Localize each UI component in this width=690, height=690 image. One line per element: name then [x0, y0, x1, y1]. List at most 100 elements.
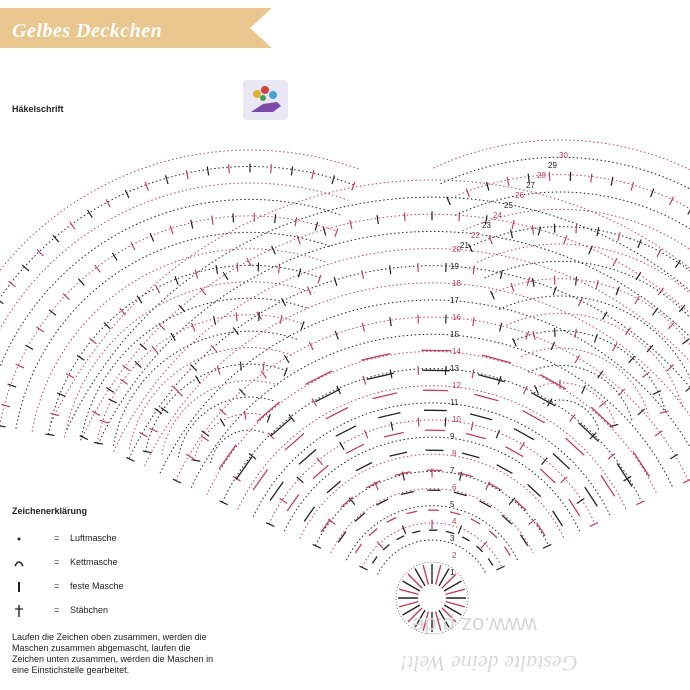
center-stitch — [414, 568, 426, 587]
round-number: 9 — [450, 432, 455, 441]
right-fan-stitch — [593, 333, 598, 343]
legend-title: Zeichenerklärung — [12, 506, 88, 516]
left-fan-row — [129, 347, 293, 449]
left-fan-stitch — [36, 326, 45, 333]
left-fan-stitch — [270, 164, 272, 174]
left-fan-stitch — [236, 262, 239, 272]
left-fan-stitch — [262, 361, 265, 372]
fan-bar — [590, 406, 614, 429]
main-fan-stitch — [560, 476, 568, 484]
right-fan-stitch — [659, 410, 669, 414]
main-fan-stitch — [201, 430, 210, 437]
round-number: 5 — [450, 500, 455, 509]
left-fan-stitch — [62, 293, 70, 301]
fan-bar — [421, 349, 452, 352]
center-stitch — [398, 600, 419, 608]
main-fan-stitch — [339, 441, 345, 451]
fan-bar — [269, 481, 284, 501]
left-fan-stitch — [69, 221, 76, 230]
left-fan-stitch — [191, 459, 201, 462]
fan-bar — [354, 543, 363, 554]
fan-bar — [539, 373, 567, 390]
main-fan-stitch — [267, 432, 275, 440]
legend-row-luftmasche: = Luftmasche — [12, 530, 212, 554]
main-fan-stitch — [576, 498, 585, 505]
main-fan-row — [128, 265, 690, 459]
fan-bar — [476, 545, 484, 553]
left-fan-stitch — [50, 412, 60, 417]
round-number: 27 — [526, 181, 535, 190]
center-stitch — [441, 573, 457, 589]
left-fan-stitch — [111, 252, 118, 261]
left-fan-stitch — [334, 228, 339, 238]
main-fan-stitch — [444, 417, 447, 427]
right-fan-stitch — [687, 209, 690, 215]
fan-bar — [552, 510, 564, 527]
main-fan-stitch — [657, 287, 665, 296]
fan-bar — [527, 483, 542, 498]
main-fan-stitch — [550, 341, 556, 351]
main-fan-stitch — [511, 219, 515, 229]
main-fan-stitch — [588, 245, 593, 255]
main-fan-stitch — [678, 304, 686, 313]
fan-bar — [371, 556, 378, 564]
right-fan-stitch — [667, 321, 676, 330]
right-fan-stitch — [628, 355, 636, 364]
main-fan-stitch — [361, 270, 365, 280]
right-fan-stitch — [468, 243, 473, 253]
watermark-url: www.oz p.de — [412, 613, 537, 638]
main-fan-stitch — [499, 322, 503, 332]
main-fan-stitch — [577, 297, 583, 307]
main-fan-stitch — [390, 421, 394, 431]
right-fan-stitch — [465, 188, 470, 198]
left-fan-stitch — [87, 209, 93, 218]
left-fan-stitch — [124, 189, 130, 199]
fan-bar — [487, 558, 494, 566]
main-fan-stitch — [607, 453, 616, 460]
main-fan-stitch — [636, 500, 645, 506]
left-fan-stitch — [142, 450, 152, 454]
main-fan-stitch — [508, 497, 516, 506]
main-fan-stitch — [363, 429, 369, 439]
fan-bar — [445, 530, 455, 535]
main-fan-stitch — [362, 375, 367, 385]
left-fan-stitch — [169, 225, 174, 235]
main-fan-stitch — [121, 364, 130, 371]
main-fan-stitch — [334, 330, 339, 340]
left-fan-stitch — [200, 435, 210, 442]
main-fan-stitch — [359, 565, 368, 571]
fan-bar — [337, 531, 347, 543]
right-fan-stitch — [488, 235, 493, 245]
round-number: 26 — [515, 191, 524, 200]
fan-bar — [355, 461, 373, 472]
main-fan-stitch — [296, 235, 301, 245]
center-stitch — [407, 573, 423, 589]
main-fan-stitch — [612, 257, 618, 267]
legend: = Luftmasche = Kettmasche = feste Masche… — [12, 530, 212, 626]
left-fan-stitch — [314, 221, 319, 231]
main-fan-stitch — [376, 541, 384, 549]
left-fan-stitch — [94, 264, 101, 273]
right-fan-stitch — [637, 239, 642, 249]
right-fan-stitch — [650, 188, 655, 198]
fan-bar — [256, 401, 281, 422]
arc-icon — [14, 561, 24, 567]
left-fan-stitch — [154, 284, 161, 294]
fan-bar — [503, 546, 511, 556]
main-fan-stitch — [589, 522, 599, 528]
fan-bar — [298, 448, 317, 465]
left-fan-stitch — [219, 418, 226, 427]
left-fan-stitch — [228, 164, 230, 174]
fan-bar — [305, 370, 333, 386]
right-fan-row — [484, 260, 690, 319]
left-fan-stitch — [160, 407, 169, 414]
right-fan-stitch — [510, 282, 515, 292]
fan-bar — [632, 451, 651, 478]
fan-bar — [270, 417, 293, 437]
left-fan-stitch — [15, 363, 25, 369]
main-fan-row — [97, 231, 690, 445]
fan-bar — [519, 534, 529, 547]
fan-bar — [501, 514, 513, 525]
center-stitch — [422, 611, 430, 632]
main-fan-stitch — [470, 421, 474, 431]
